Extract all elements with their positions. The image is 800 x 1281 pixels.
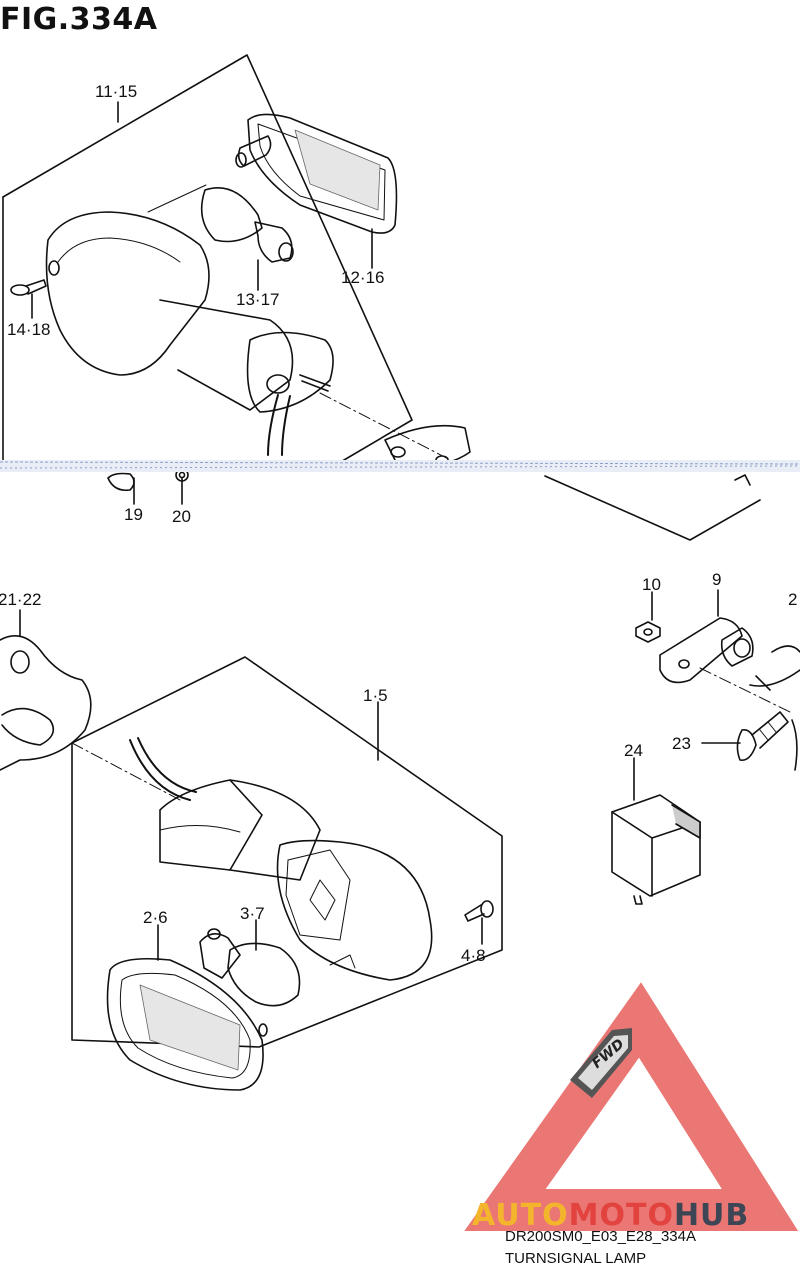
- screw-23: [701, 711, 789, 762]
- callout-23: 23: [672, 734, 691, 753]
- watermark-moto: MOTO: [568, 1198, 674, 1233]
- upper-assembly-frame: [2, 54, 413, 471]
- lower-lens: [106, 957, 268, 1091]
- upper-screw: [10, 279, 47, 296]
- callout-12-16: 12·16: [341, 268, 385, 287]
- callout-13-17: 13·17: [236, 290, 280, 309]
- callout-2-6: 2·6: [143, 908, 168, 927]
- callout-11-15: 11·15: [95, 82, 138, 101]
- fwd-arrow-icon: [570, 1028, 632, 1098]
- model-code: DR200SM0_E03_E28_334A: [505, 1228, 696, 1245]
- lower-assembly-frame: [71, 656, 503, 1048]
- figure-title: FIG.334A: [0, 2, 158, 37]
- lower-housing: [129, 737, 433, 981]
- upper-bulb: [147, 184, 294, 263]
- callout-21-22: 21·22: [0, 590, 42, 609]
- callout-20: 20: [172, 507, 191, 526]
- upper-housing: [45, 211, 334, 456]
- watermark-logo: AUTOMOTOHUB: [472, 1198, 749, 1233]
- watermark-triangle: [464, 982, 799, 1231]
- callout-2-right: 2: [788, 590, 798, 609]
- callout-10: 10: [642, 575, 661, 594]
- watermark-hub: HUB: [673, 1198, 750, 1233]
- lower-bracket-21-22: [0, 609, 92, 771]
- watermark-auto: AUTO: [472, 1198, 569, 1233]
- relay-24: [611, 757, 701, 905]
- callout-4-8: 4·8: [461, 946, 486, 965]
- callout-19: 19: [124, 505, 143, 524]
- lower-screw: [464, 900, 494, 922]
- callout-14-18: 14·18: [7, 320, 51, 339]
- upper-lens: [235, 113, 398, 234]
- callout-1-5: 1·5: [363, 686, 388, 705]
- lower-bulb: [199, 928, 301, 1007]
- figure-caption: TURNSIGNAL LAMP: [505, 1250, 647, 1267]
- callout-9: 9: [712, 570, 722, 589]
- callout-3-7: 3·7: [240, 904, 265, 923]
- callout-24: 24: [624, 741, 643, 760]
- bracket-9: [635, 589, 791, 713]
